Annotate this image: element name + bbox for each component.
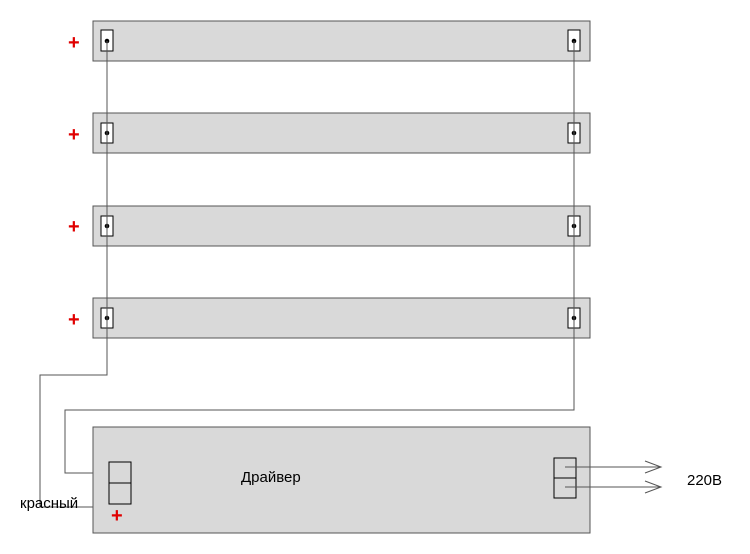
voltage-label: 220В	[687, 472, 722, 489]
driver-input-terminal-bottom	[108, 482, 132, 505]
positive-bus-wire	[39, 41, 113, 508]
negative-bus-wire	[64, 41, 575, 474]
strip-3-plus-sign: +	[68, 216, 80, 238]
driver-plus-sign: +	[111, 505, 123, 527]
led-strip-3: +	[68, 205, 591, 247]
mains-arrows	[565, 460, 663, 494]
driver-mains-terminal-top	[553, 457, 577, 479]
led-strip-4: +	[68, 297, 591, 339]
strip-4-plus-sign: +	[68, 309, 80, 331]
strip-2-plus-sign: +	[68, 124, 80, 146]
red-wire-label: красный	[20, 495, 78, 512]
led-strip-1: +	[68, 20, 591, 62]
driver-mains-terminal-bottom	[553, 477, 577, 499]
strip-1-plus-sign: +	[68, 32, 80, 54]
driver-input-terminal-top	[108, 461, 132, 484]
driver-box: Драйвер	[92, 426, 591, 534]
driver-label: Драйвер	[241, 469, 301, 486]
led-strip-2: +	[68, 112, 591, 154]
